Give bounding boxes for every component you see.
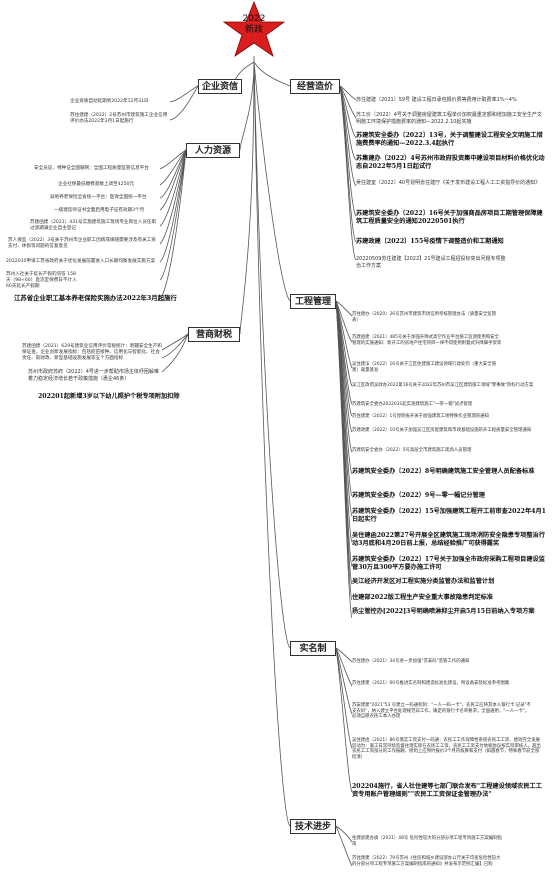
center-title: 新政 bbox=[244, 25, 263, 35]
tax-item: 苏建函建（2021）629号建筑业信用评价常规统计：新疆安全生产和保证金，企业创… bbox=[22, 344, 162, 361]
tax-bold-item: 202201起新增3岁以下幼儿照护个税专项附加扣除 bbox=[38, 393, 180, 400]
cost-item: 苏住建建（2021）59号 建设工程日承包报价费等费用计取费率1%~4% bbox=[356, 97, 517, 103]
topic-tech[interactable]: 技术进步 bbox=[290, 819, 336, 834]
engineering-item: 苏建筑安全委办（2022）5号高层全市建筑施工现场人员管理 bbox=[352, 448, 472, 453]
tax-item: 苏州市政府苏府（2022）4号进一步帮助市场主体纾困解难着力稳定经济增长若干政策… bbox=[28, 369, 159, 382]
cost-item: 苏工价（2022）4号关于调整房屋建筑工程单价加权最重定额和增加施工安全生产文明… bbox=[356, 112, 542, 125]
hr-item: 苏建函建（2021）431号实施建筑施工现场专业岗位人员任职过渡期满企业自主登记 bbox=[30, 220, 157, 231]
topic-cost[interactable]: 经营造价 bbox=[290, 79, 340, 94]
realname-item: 202204施行，省人社住建等七部门联合发布"工程建设领域农民工工资专用账户管理… bbox=[352, 783, 542, 798]
engineering-item: 苏建筑安全委办（2022）9号—零一幅记分管理 bbox=[352, 492, 485, 499]
engineering-item: 吴江区政府吴政办2022第16号关于2022年苏州市吴江区建筑施工领域"零事故"… bbox=[352, 383, 534, 388]
center-year: 2022 bbox=[242, 14, 266, 24]
engineering-item: 扬尘管控办[2022]3号明确喷淋抑尘开启5月15日前纳入专项方案 bbox=[352, 608, 535, 615]
hr-item: 企业社保最低缴费基数上调至4250元 bbox=[58, 182, 135, 187]
engineering-item: 苏住建建（2022）1号昆明省开关于加强建筑工地特殊作业管理的通知 bbox=[352, 414, 489, 419]
engineering-item: 住建部2022版工程生产安全重大事故隐患判定标准 bbox=[352, 594, 493, 601]
engineering-item: 苏建筑安全委办2022031起实施建筑施工"一带一帽"试点管理 bbox=[352, 402, 473, 407]
hr-item: 一级建造师证书全面启用电子证有效期3个月 bbox=[54, 208, 145, 213]
cost-item: 苏集建办（2022）4号苏州市政府投资集中建设项目材料价格优化动态自2022年5… bbox=[356, 155, 545, 170]
hr-item: 2022010申请工苏省政府关于优化发展前置进入口长期均衡发展实施方案 bbox=[6, 259, 156, 264]
realname-item: 苏安建建"2021"53 号建立一码通机制："一人一码一卡"，农民工应将其本人银… bbox=[352, 703, 531, 720]
topic-realname[interactable]: 实名制 bbox=[290, 641, 336, 656]
realname-item: 苏住建建（2021）60号推进实名制和建造标准化建设，附设备安装标准参考图集 bbox=[352, 681, 510, 686]
engineering-item: 苏建函建（2021）485号关于加强升降式高空作业平台施工监测使用和安全管理的实… bbox=[352, 335, 502, 346]
realname-item: 吴住建函（2021）86号落实工资支付一码通：农民工工作保障性系统农民工工资、绩… bbox=[352, 738, 541, 760]
hr-item: 苏州人社关于延长产假的问答 158天（98+60）直流室保费日不计入60天延长产… bbox=[6, 272, 77, 289]
hr-item: 安全员证、特种证全国联网：全国工程质量监管信息平台 bbox=[34, 166, 149, 171]
engineering-item: 苏建筑安全委办〔2022〕15号加强建筑工程开工前审查2022年4月1日起实行 bbox=[352, 508, 546, 523]
topic-tax[interactable]: 营商财税 bbox=[188, 327, 240, 342]
center-node: 2022 新政 bbox=[231, 14, 277, 36]
topic-engineering[interactable]: 工程管理 bbox=[290, 294, 336, 309]
engineering-item: 吴住建法（2022）16号关于江区住建施工建设领域行政处罚（重大安全隐患）裁量基… bbox=[352, 362, 497, 373]
engineering-item: 苏建筑安全委办〔2022〕8号明确建筑施工安全管理人员配备标准 bbox=[352, 468, 535, 475]
topic-hr[interactable]: 人力资源 bbox=[186, 143, 240, 158]
realname-item: 苏住建办（2021）34号进一步加强"苏安码"监管工作的通知 bbox=[352, 659, 470, 664]
engineering-item: 苏建筑安全委办〔2022〕17号关于加强全市政府采购工程项目建设监管30万且30… bbox=[352, 556, 545, 571]
hr-item: 苏人保监（2022）3号关于苏州市企业职工因病或缘随需要涉及有关工资支付、休假等… bbox=[8, 238, 156, 249]
engineering-item: 苏住建办（2020）26号苏州市建筑市场信用考核管理办法（质量安全监管表） bbox=[352, 312, 497, 323]
enterprise-item: 苏住建建（2022）2号苏州市建筑施工企业信用评价办法2022年3月1日起施行 bbox=[70, 113, 168, 124]
enterprise-item: 企业资质自动延期到2022年12月31日 bbox=[70, 99, 149, 104]
cost-item: 吴住建室〔2022〕40号昆明省住建厅《关于发布建设工程人工工资指导价的通知》 bbox=[356, 180, 541, 186]
cost-item: 20220509苏住建建【2022】21号建设工程招投标突出问题专项整治工作方案 bbox=[356, 256, 506, 269]
hr-item: 异地养老保险全省统一平台：医保全国统一平台 bbox=[50, 195, 147, 200]
cost-item: 苏建筑安全委办〔2022〕16号关于加强商品房项目工期管理保障建筑工程质量安全的… bbox=[356, 210, 543, 225]
cost-item: 苏建筑安全委办〔2022〕13号，关于调整建设工程安全文明施工措施费费率的通知—… bbox=[356, 132, 543, 147]
topic-enterprise[interactable]: 企业资信 bbox=[198, 79, 242, 94]
engineering-item: 吴住建函2022第27号开展全区建筑施工现场消防安全隐患专项整治行动3月底和4月… bbox=[352, 532, 545, 547]
engineering-item: 苏建政建（2022）10号关于加强吴江区房屋建筑和市政基础设施新开工程质量安全管… bbox=[352, 428, 532, 433]
tech-item: 苏住建建（2022）79号苏州《住房和城乡建设部办公厅关于印发危险性较大的分部分… bbox=[352, 856, 501, 867]
hr-bold-item: 江苏省企业职工基本养老保险实施办法2022年3月起施行 bbox=[14, 294, 177, 302]
engineering-item: 吴江经济开发区对工程实施分类监管办法和监管计划 bbox=[352, 578, 495, 585]
tech-item: 住建部建办质（2021）48号 危险性较大的分部分项工程专项施工方案编制指南 bbox=[352, 836, 502, 847]
center-star-shape bbox=[222, 0, 286, 58]
cost-item: 苏建政建〔2022〕155号疫情下调整造价和工期通知 bbox=[356, 238, 504, 245]
